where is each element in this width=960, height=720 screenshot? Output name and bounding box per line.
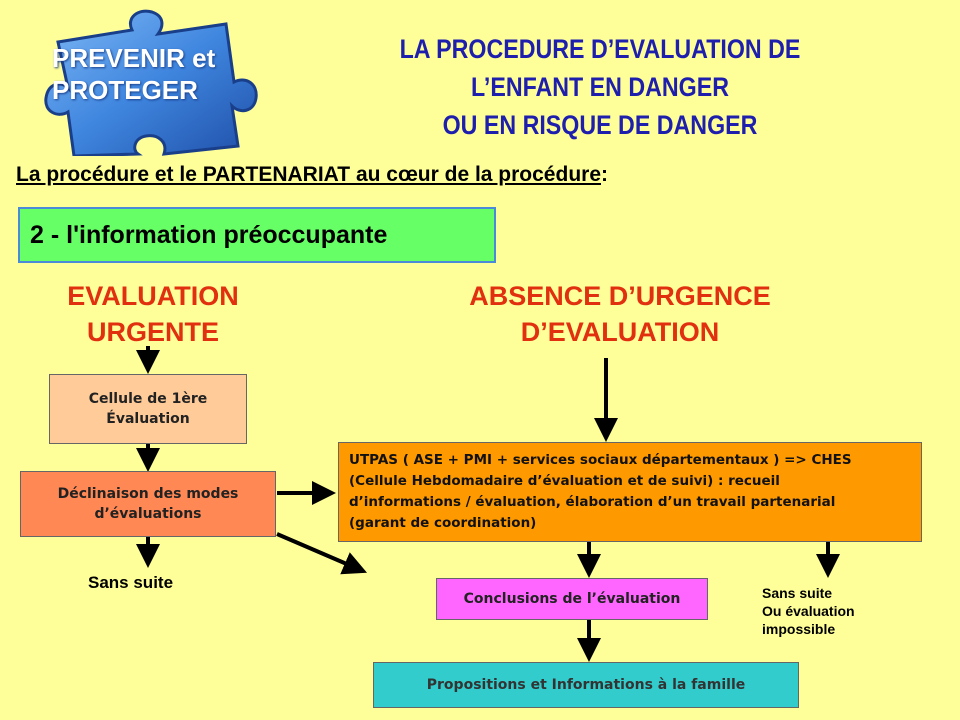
left-outcome-label: Sans suite [88,573,174,592]
right-outcome-line-2: Ou évaluation [762,603,855,619]
left-heading-line-2: URGENTE [86,317,219,347]
right-heading-line-2: D’EVALUATION [520,317,720,347]
logo-text: PREVENIR et PROTEGER [52,42,252,106]
right-outcome-line-3: impossible [762,621,836,637]
page-title: LA PROCEDURE D’EVALUATION DE L’ENFANT EN… [342,30,858,144]
subtitle: La procédure et le PARTENARIAT au cœur d… [14,163,608,187]
declinaison-line-2: d’évaluations [94,506,202,522]
title-line-1: LA PROCEDURE D’EVALUATION DE [399,34,801,64]
logo-line-2: PROTEGER [52,75,198,105]
propositions-box: Propositions et Informations à la famill… [373,662,799,708]
right-heading: ABSENCE D’URGENCE D’EVALUATION [400,278,840,350]
right-heading-line-1: ABSENCE D’URGENCE [469,281,771,311]
right-outcome-label: Sans suite Ou évaluation impossible [762,584,855,638]
cellule-box: Cellule de 1ère Évaluation [49,374,247,444]
subtitle-suffix: : [601,163,608,186]
left-heading-line-1: EVALUATION [67,281,239,311]
cellule-line-1: Cellule de 1ère [88,391,208,407]
title-line-3: OU EN RISQUE DE DANGER [442,110,758,140]
utpas-line-3: d’informations / évaluation, élaboration… [349,494,836,510]
cellule-line-2: Évaluation [106,411,190,427]
title-line-2: L’ENFANT EN DANGER [470,72,730,102]
declinaison-box: Déclinaison des modes d’évaluations [20,471,276,537]
utpas-line-4: (garant de coordination) [349,515,537,531]
utpas-box: UTPAS ( ASE + PMI + services sociaux dép… [338,442,922,542]
utpas-line-1: UTPAS ( ASE + PMI + services sociaux dép… [349,452,852,468]
right-outcome-line-1: Sans suite [762,585,833,601]
utpas-line-2: (Cellule Hebdomadaire d’évaluation et de… [349,473,780,489]
subtitle-text: La procédure et le PARTENARIAT au cœur d… [16,163,601,186]
section-label-box: 2 - l'information préoccupante [18,207,496,263]
logo-line-1: PREVENIR et [52,43,216,73]
conclusions-box: Conclusions de l’évaluation [436,578,708,620]
declinaison-line-1: Déclinaison des modes [57,486,239,502]
left-heading: EVALUATION URGENTE [18,278,288,350]
puzzle-piece-icon [40,8,260,158]
